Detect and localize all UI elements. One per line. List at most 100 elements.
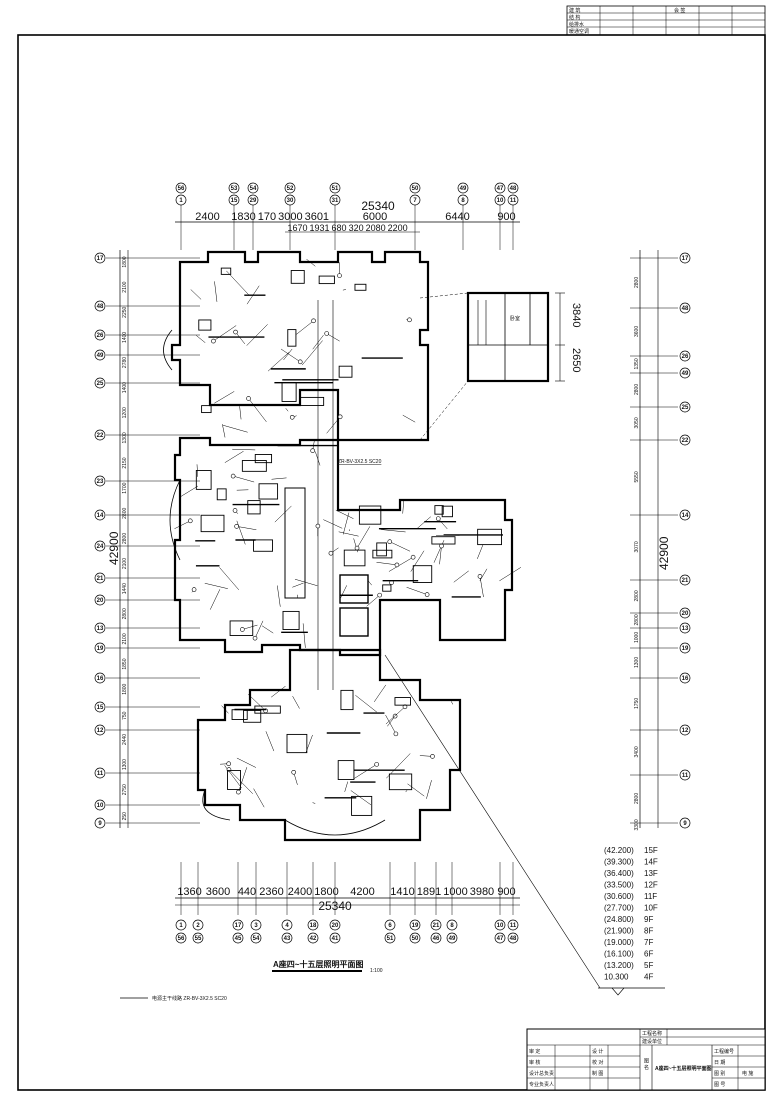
room-fixture: [243, 710, 262, 723]
countersign-header: 会 签: [674, 7, 685, 14]
axis-label: 8: [450, 923, 454, 929]
axis-bubble: [94, 672, 106, 684]
axis-bubble: [679, 724, 691, 736]
dimension-value: 2250: [122, 306, 128, 317]
wire-run: [214, 281, 218, 302]
title-value: 电 施: [742, 1070, 753, 1077]
dimension-value: 1400: [122, 332, 128, 343]
light-fixture-icon: [394, 562, 400, 568]
dimension-value: 250: [122, 812, 128, 821]
axis-bubble: [679, 302, 691, 314]
axis-bubble: [507, 194, 519, 206]
dimension-value: 1350: [634, 358, 640, 369]
dimension-value: 3300: [634, 819, 640, 830]
axis-bubble: [175, 182, 187, 194]
wire-note: ZR-BV-3X2.5 SC20: [338, 459, 382, 465]
room-fixture: [388, 773, 413, 791]
axis-bubble: [329, 194, 341, 206]
dimension-value: 1891: [417, 886, 441, 898]
light-fixture-icon: [226, 761, 231, 766]
wire-run: [499, 567, 522, 582]
light-fixture-icon: [424, 592, 430, 597]
axis-label: 11: [97, 771, 104, 777]
dimension-value: 1850: [122, 658, 128, 669]
wire-run: [315, 451, 321, 466]
dimension-value: 1000: [634, 632, 640, 643]
wire-run: [410, 550, 425, 572]
elevation-level: (36.400): [604, 869, 634, 878]
wire-run: [222, 424, 226, 438]
dimension-value: 2800: [634, 277, 640, 288]
wire-run: [254, 620, 264, 639]
wire-run: [367, 580, 372, 586]
dimension-value: 2800: [122, 608, 128, 619]
light-fixture-icon: [477, 574, 483, 579]
elevation-floor: 13F: [644, 869, 658, 878]
wire-run: [405, 790, 408, 793]
axis-label: 6: [388, 923, 392, 929]
countersign-row: 结 构: [569, 14, 580, 21]
axis-bubble: [446, 932, 458, 944]
dimension-value: 2800: [634, 590, 640, 601]
dimension-value: 5550: [634, 471, 640, 482]
axis-label: 47: [497, 186, 504, 192]
axis-bubble: [494, 932, 506, 944]
axis-bubble: [307, 919, 319, 931]
axis-bubble: [409, 932, 421, 944]
elevation-level: (33.500): [604, 881, 634, 890]
countersign-row: 给排水: [569, 21, 584, 28]
axis-label: 53: [231, 186, 238, 192]
dimension-value: 1700: [122, 482, 128, 493]
dimension-value: 2100: [122, 558, 128, 569]
wire-run: [451, 701, 454, 705]
inset-dimension: 3840: [570, 303, 582, 327]
axis-bubble: [232, 919, 244, 931]
axis-label: 42: [310, 936, 317, 942]
wire-run: [292, 695, 300, 709]
dimension-value: 1800: [122, 683, 128, 694]
light-fixture-icon: [289, 414, 295, 420]
axis-bubble: [457, 182, 469, 194]
elevation-floor: 12F: [644, 881, 658, 890]
drawing-name: A座四~十五层照明平面图: [655, 1065, 712, 1072]
axis-bubble: [247, 194, 259, 206]
elevation-floor: 5F: [644, 961, 653, 970]
axis-label: 17: [97, 256, 104, 262]
axis-label: 15: [97, 705, 104, 711]
light-fixture-icon: [435, 516, 441, 521]
title-label: 校 对: [592, 1059, 603, 1066]
axis-bubble: [94, 429, 106, 441]
dimension-value: 2800: [634, 614, 640, 625]
axis-label: 24: [97, 544, 104, 550]
dimension-value: 2080: [366, 223, 386, 233]
axis-label: 56: [178, 936, 185, 942]
axis-bubble: [679, 401, 691, 413]
dimension-value: 3000: [278, 211, 302, 223]
axis-label: 47: [497, 936, 504, 942]
axis-bubble: [94, 724, 106, 736]
axis-bubble: [192, 932, 204, 944]
axis-bubble: [507, 932, 519, 944]
wire-run: [340, 585, 347, 599]
room-fixture: [216, 488, 227, 501]
axis-label: 4: [285, 923, 289, 929]
wire-run: [306, 258, 316, 267]
axis-label: 50: [412, 936, 419, 942]
wire-run: [356, 526, 371, 549]
axis-label: 54: [253, 936, 260, 942]
axis-label: 12: [97, 728, 104, 734]
dimension-total: 25340: [318, 899, 352, 913]
axis-bubble: [329, 932, 341, 944]
axis-label: 1: [179, 198, 183, 204]
axis-label: 2: [196, 923, 200, 929]
axis-label: 20: [332, 923, 339, 929]
light-fixture-icon: [233, 329, 238, 335]
wire-run: [224, 451, 244, 463]
axis-label: 46: [433, 936, 440, 942]
wire-run: [406, 586, 428, 595]
light-fixture-icon: [236, 789, 241, 795]
wire-run: [355, 694, 377, 713]
drawing-frame: [17, 34, 766, 1091]
wire-run: [407, 783, 425, 797]
wire-run: [274, 505, 292, 523]
